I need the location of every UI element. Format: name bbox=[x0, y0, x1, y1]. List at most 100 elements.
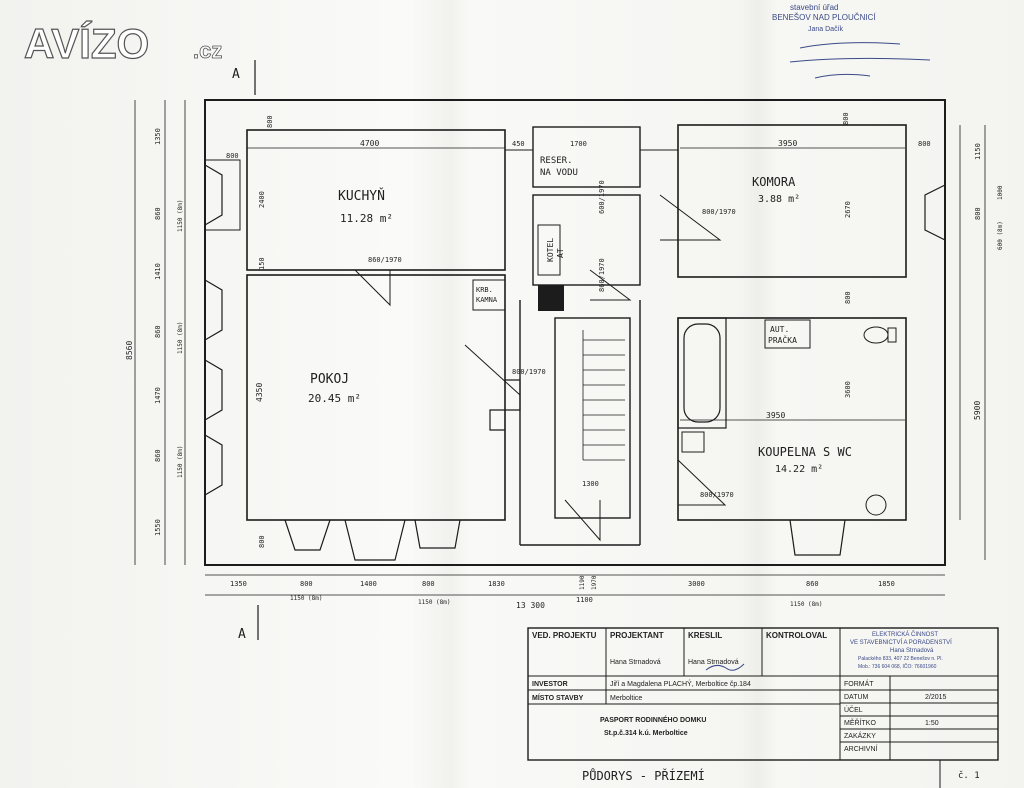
kotel-walls bbox=[532, 194, 641, 286]
dim-kuchyn-800: 800 bbox=[226, 152, 239, 160]
dim-bot-1970: 1970 bbox=[591, 575, 598, 590]
dim-right-800: 800 bbox=[974, 207, 982, 220]
chimney bbox=[538, 285, 564, 311]
dim-bot-1830: 1830 bbox=[488, 580, 505, 588]
dim-bot-1350: 1350 bbox=[230, 580, 247, 588]
dim-bot-1190: 1190 bbox=[579, 575, 586, 590]
stove-box bbox=[472, 279, 506, 311]
washbasin bbox=[681, 431, 705, 453]
tb-datum-value: 2/2015 bbox=[925, 694, 947, 701]
dim-top-1700: 1700 bbox=[570, 140, 587, 148]
tb-meritko-label: MĚŘÍTKO bbox=[844, 718, 876, 727]
dim-left-1410: 1410 bbox=[154, 263, 162, 280]
dimension-lines bbox=[134, 100, 986, 596]
stamp-right-line-5: Mob.: 736 604 068, IČO: 76601960 bbox=[858, 663, 937, 670]
dim-pokoj-800: 800 bbox=[258, 535, 266, 548]
tb-misto-label: MÍSTO STAVBY bbox=[532, 693, 584, 702]
room-pokoj-area: 20.45 m² bbox=[308, 392, 361, 405]
stamp-top-line-1: stavební úřad bbox=[790, 3, 838, 12]
dim-door-860-1970-a: 860/1970 bbox=[368, 256, 402, 264]
dim-bot-1400: 1400 bbox=[360, 580, 377, 588]
tb-meritko-value: 1:50 bbox=[925, 720, 939, 727]
dim-kuchyn-150: 150 bbox=[258, 257, 266, 270]
dim-center-1300: 1300 bbox=[582, 480, 599, 488]
tb-archivni-label: ARCHIVNÍ bbox=[844, 744, 878, 753]
stamp-top-line-2: BENEŠOV NAD PLOUČNICÍ bbox=[772, 13, 876, 22]
dim-left-1150a: 1150 (8m) bbox=[177, 199, 184, 232]
dim-top-450: 450 bbox=[512, 140, 525, 148]
bottom-windows bbox=[284, 519, 846, 561]
logo-tld: .cz bbox=[193, 38, 222, 63]
dim-bot-1100: 1100 bbox=[576, 596, 593, 604]
dim-left-800: 800 bbox=[266, 115, 274, 128]
dim-top-4700: 4700 bbox=[360, 139, 379, 148]
kuchyn-walls bbox=[246, 129, 506, 271]
tb-drawing-title: PŮDORYS - PŘÍZEMÍ bbox=[582, 768, 705, 783]
bathtub bbox=[677, 317, 727, 429]
tb-format-label: FORMÁT bbox=[844, 679, 874, 688]
dim-bot-800b: 800 bbox=[422, 580, 435, 588]
dim-right-600: 600 (8m) bbox=[997, 221, 1004, 250]
tb-project-title: PASPORT RODINNÉHO DOMKU bbox=[600, 715, 706, 724]
dim-left-1470: 1470 bbox=[154, 387, 162, 404]
reser-walls bbox=[532, 126, 641, 188]
room-kotel-label-1: KOTEL bbox=[546, 238, 555, 262]
room-kuchyn-area: 11.28 m² bbox=[340, 212, 393, 225]
room-reser-label-2: NA VODU bbox=[540, 168, 578, 178]
tb-misto-value: Merboltice bbox=[610, 695, 642, 702]
tb-investor-label: INVESTOR bbox=[532, 681, 568, 688]
staircase bbox=[582, 330, 625, 461]
tb-ucel-label: ÚČEL bbox=[844, 705, 863, 714]
tb-project-sub: St.p.č.314 k.ú. Merboltice bbox=[604, 730, 688, 737]
dim-left-1150b: 1150 (8m) bbox=[177, 321, 184, 354]
room-komora-name: KOMORA bbox=[752, 175, 796, 189]
section-bottom-label: A bbox=[238, 627, 246, 642]
room-reser-label-1: RESER. bbox=[540, 156, 573, 166]
tb-kreslil: KRESLIL bbox=[688, 631, 722, 640]
room-komora-area: 3.88 m² bbox=[758, 194, 800, 205]
section-top-label: A bbox=[232, 67, 240, 82]
dim-top-3950: 3950 bbox=[778, 139, 797, 148]
dim-bot-1150b: 1150 (8m) bbox=[418, 599, 451, 606]
boiler-icon bbox=[865, 494, 887, 516]
room-krb-label-1: KRB. bbox=[476, 286, 493, 294]
dim-center-2670: 2670 bbox=[844, 201, 852, 218]
dim-bot-13300: 13 300 bbox=[516, 601, 545, 610]
stamp-signature-small bbox=[705, 663, 745, 671]
stamp-right-line-1: ELEKTRICKÁ ČINNOST bbox=[872, 631, 938, 638]
dim-door-800-1970-c: 800/1970 bbox=[700, 491, 734, 499]
tb-sheet-no: č. 1 bbox=[958, 770, 980, 781]
tb-zakazky-label: ZAKÁZKY bbox=[844, 731, 876, 740]
logo-brand: AVÍZO bbox=[24, 20, 149, 67]
room-kuchyn-name: KUCHYŇ bbox=[338, 188, 385, 204]
dim-center-3600: 3600 bbox=[844, 381, 852, 398]
dim-bot-1150c: 1150 (8m) bbox=[790, 601, 823, 608]
dim-kuchyn-2400: 2400 bbox=[258, 191, 266, 208]
dim-bot-800a: 800 bbox=[300, 580, 313, 588]
room-pracka-label-1: AUT. bbox=[770, 325, 789, 334]
stair-walls bbox=[554, 317, 631, 519]
stamp-right-line-2: VE STAVEBNICTVÍ A PORADENSTVÍ bbox=[850, 639, 952, 646]
dim-center-3950: 3950 bbox=[766, 411, 785, 420]
avizo-logo[interactable]: AVÍZO .cz bbox=[23, 19, 222, 67]
wc-icon bbox=[863, 326, 897, 344]
tb-datum-label: DATUM bbox=[844, 694, 869, 701]
dim-door-800-1970-a: 800/1970 bbox=[512, 368, 546, 376]
dim-door-860-1970-b: 860/1970 bbox=[598, 258, 606, 292]
room-koupelna-area: 14.22 m² bbox=[775, 464, 823, 475]
dim-right-800b: 800 bbox=[842, 112, 850, 125]
dimension-labels: 4700 450 1700 3950 800 800 2400 150 4350… bbox=[125, 112, 1004, 610]
section-marks: A A bbox=[232, 60, 259, 642]
dim-left-8560: 8560 bbox=[125, 341, 134, 360]
tb-investor-value: Jiří a Magdalena PLACHÝ, Merboltice čp.1… bbox=[610, 679, 751, 688]
dim-bot-1150a: 1150 (8m) bbox=[290, 595, 323, 602]
room-pracka-label-2: PRAČKA bbox=[768, 334, 797, 345]
dim-door-800-1970-b: 800/1970 bbox=[702, 208, 736, 216]
dim-door-600-1970: 600/1970 bbox=[598, 180, 606, 214]
stamp-right-line-4: Palackého 833, 407 22 Benešov n. Pl. bbox=[858, 656, 943, 662]
room-krb-label-2: KAMNA bbox=[476, 296, 498, 304]
dim-bot-860: 860 bbox=[806, 580, 819, 588]
dim-right-5900: 5900 bbox=[973, 401, 982, 420]
tb-kreslil-name: Hana Strnadová bbox=[688, 659, 739, 666]
